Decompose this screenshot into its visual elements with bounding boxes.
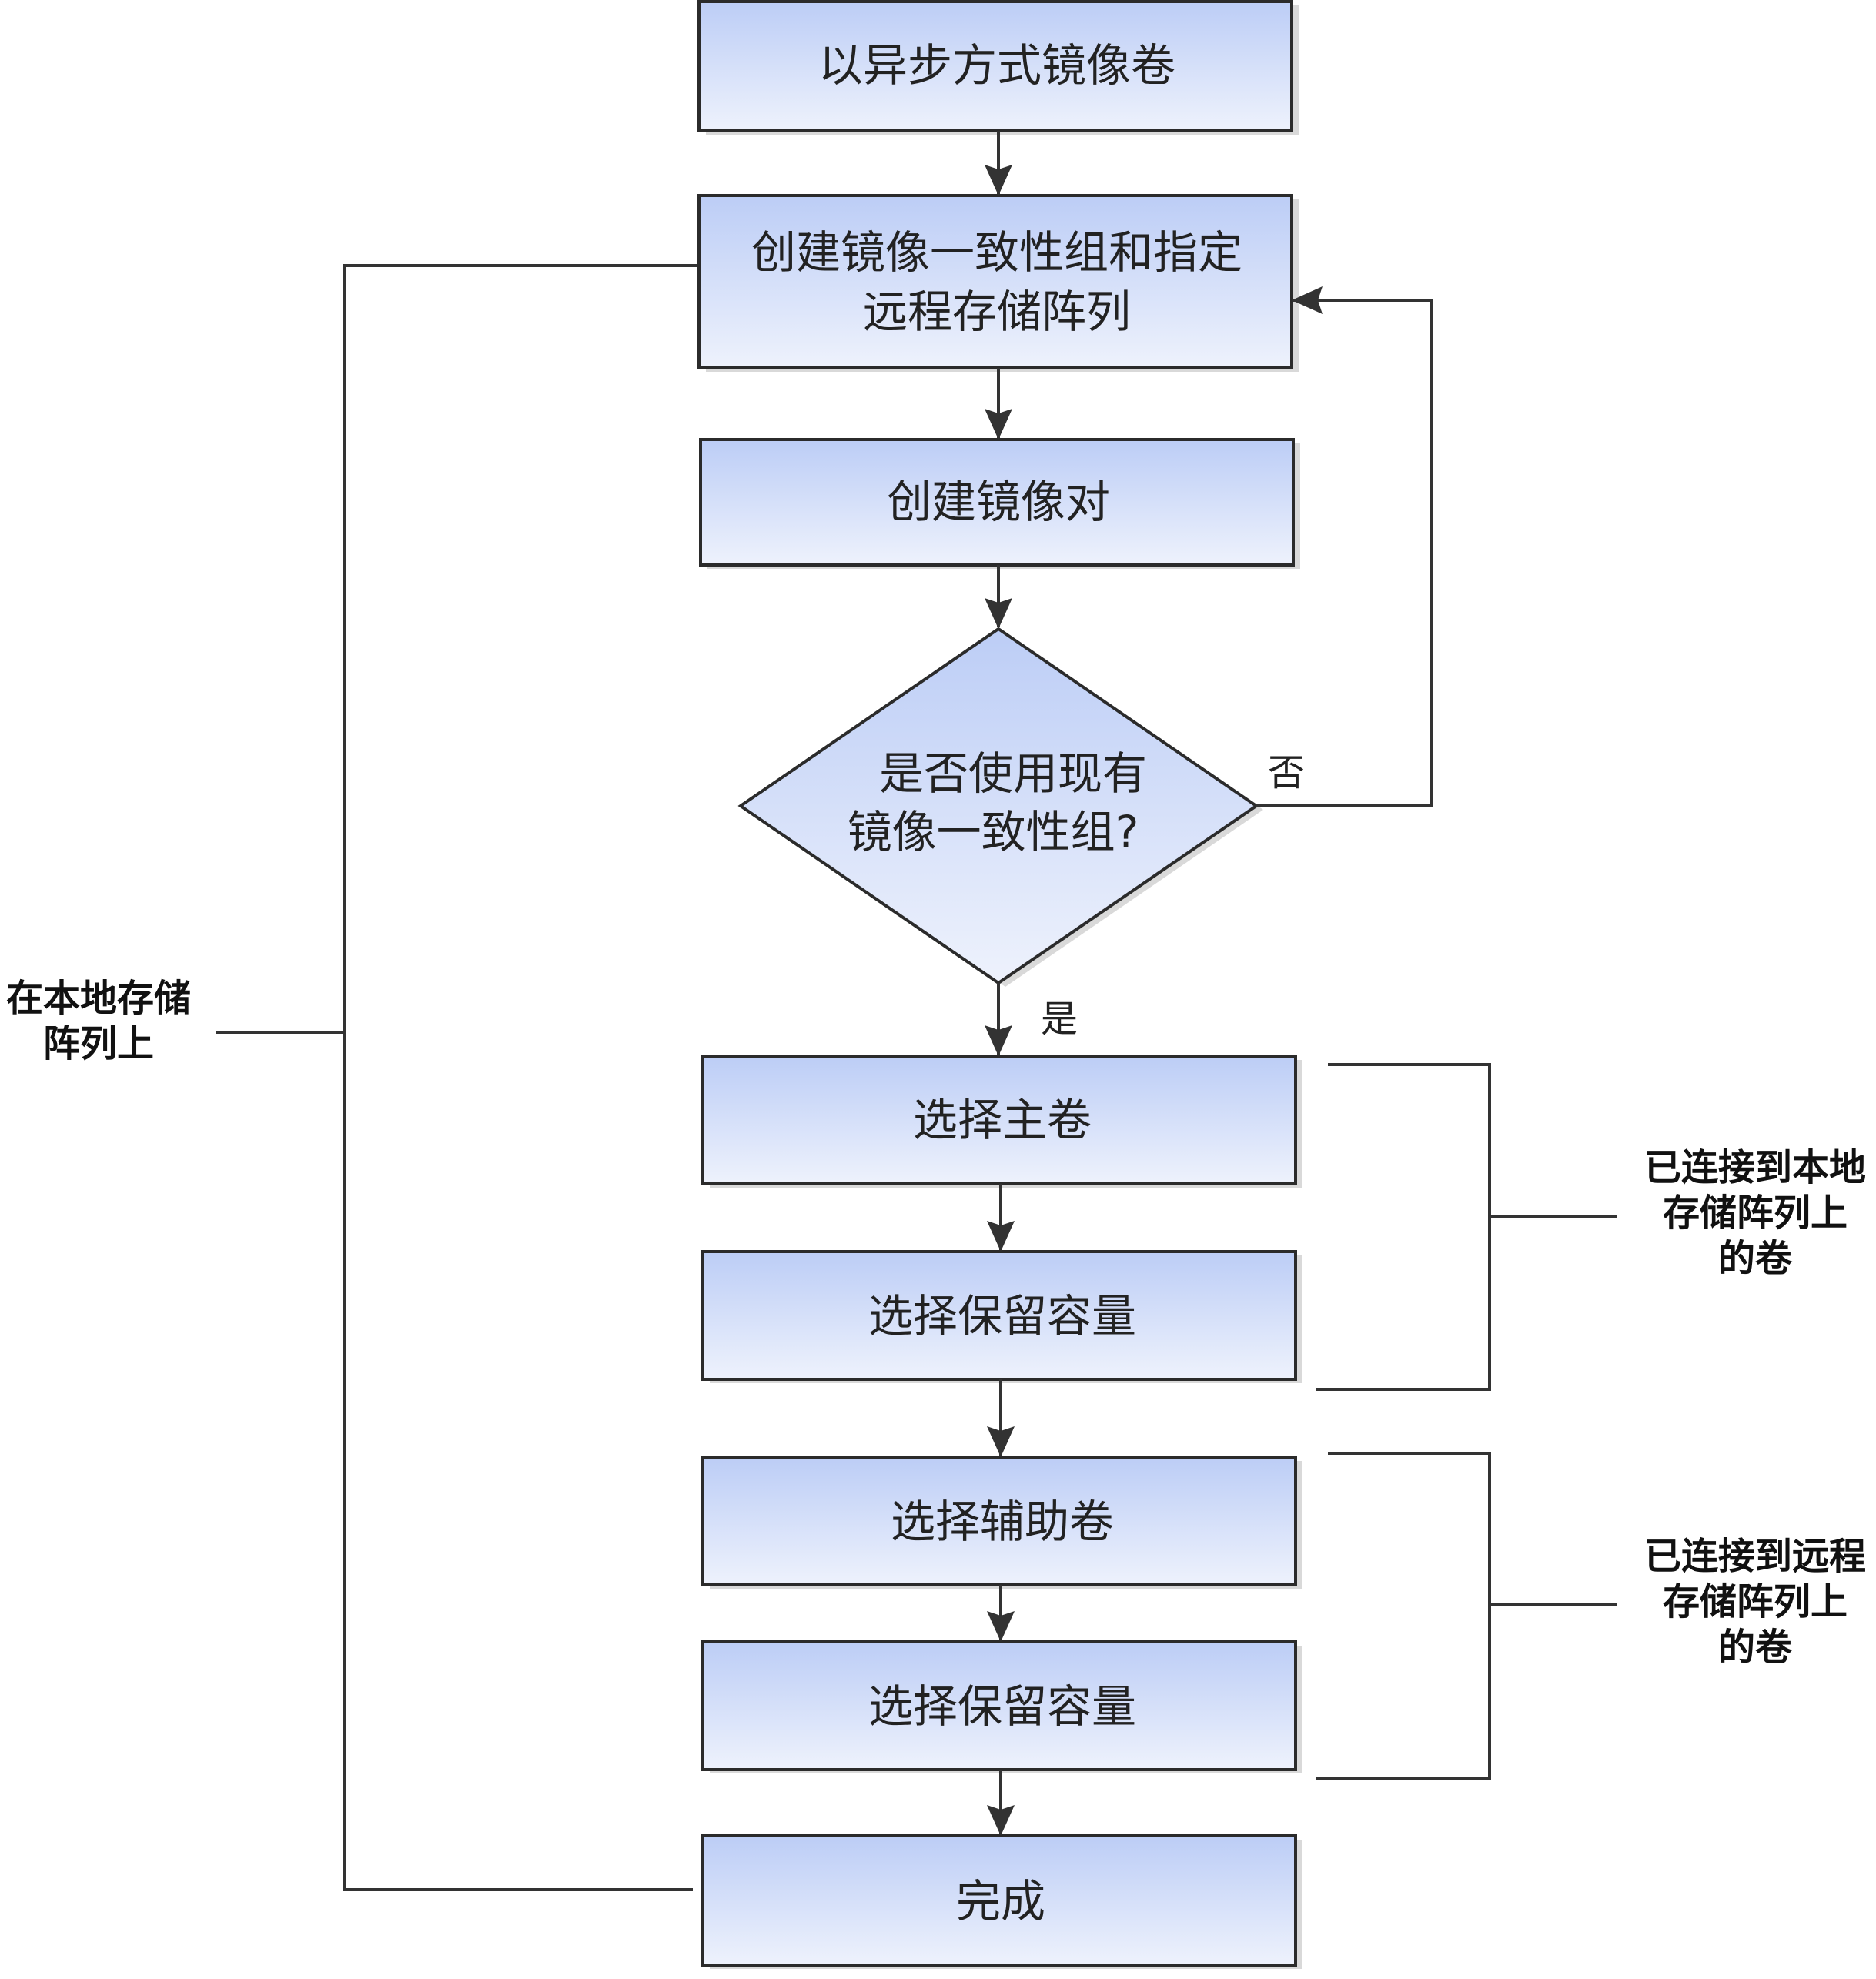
annotation-remote-volumes-line-3: 的卷 (1718, 1626, 1793, 1669)
node-reserve-capacity-1: 选择保留容量 (701, 1250, 1302, 1383)
node-select-secondary-text: 选择辅助卷 (891, 1496, 1114, 1548)
annotation-local-array-line-2: 阵列上 (43, 1022, 154, 1065)
node-start-text: 以异步方式镜像卷 (818, 39, 1175, 92)
annotation-local-array-line-1: 在本地存储 (6, 977, 191, 1020)
node-create-group: 创建镜像一致性组和指定 远程存储阵列 (697, 194, 1299, 372)
node-decision: 是否使用现有 镜像一致性组? (737, 627, 1263, 987)
node-create-group-line-2: 远程存储阵列 (863, 286, 1131, 338)
node-done-text: 完成 (956, 1875, 1045, 1927)
node-decision-line-2: 镜像一致性组? (848, 806, 1139, 858)
node-reserve-capacity-1-text: 选择保留容量 (868, 1290, 1136, 1342)
node-reserve-capacity-2-text: 选择保留容量 (868, 1680, 1136, 1733)
annotation-remote-volumes-line-2: 存储阵列上 (1663, 1580, 1848, 1623)
annotation-remote-volumes-line-1: 已连接到远程 (1644, 1535, 1866, 1578)
node-create-group-line-1: 创建镜像一致性组和指定 (751, 226, 1242, 279)
node-done: 完成 (701, 1834, 1302, 1969)
bracket-remote-volumes (1316, 1452, 1491, 1780)
node-decision-line-1: 是否使用现有 (879, 747, 1147, 800)
branch-label-no: 否 (1268, 751, 1305, 794)
annotation-local-volumes-line-3: 的卷 (1718, 1237, 1793, 1280)
node-select-primary-text: 选择主卷 (913, 1094, 1092, 1146)
node-create-pair: 创建镜像对 (699, 438, 1300, 569)
branch-label-yes: 是 (1041, 998, 1078, 1041)
node-create-pair-text: 创建镜像对 (887, 476, 1110, 528)
node-start: 以异步方式镜像卷 (697, 0, 1299, 135)
node-select-secondary: 选择辅助卷 (701, 1456, 1302, 1589)
node-reserve-capacity-2: 选择保留容量 (701, 1640, 1302, 1773)
bracket-local-volumes (1316, 1063, 1491, 1391)
annotation-local-volumes-line-2: 存储阵列上 (1663, 1192, 1848, 1235)
node-select-primary: 选择主卷 (701, 1055, 1302, 1188)
bracket-local-array (343, 264, 697, 1891)
annotation-local-volumes-line-1: 已连接到本地 (1644, 1146, 1866, 1189)
arrow-decision-no-loop (1256, 286, 1433, 807)
